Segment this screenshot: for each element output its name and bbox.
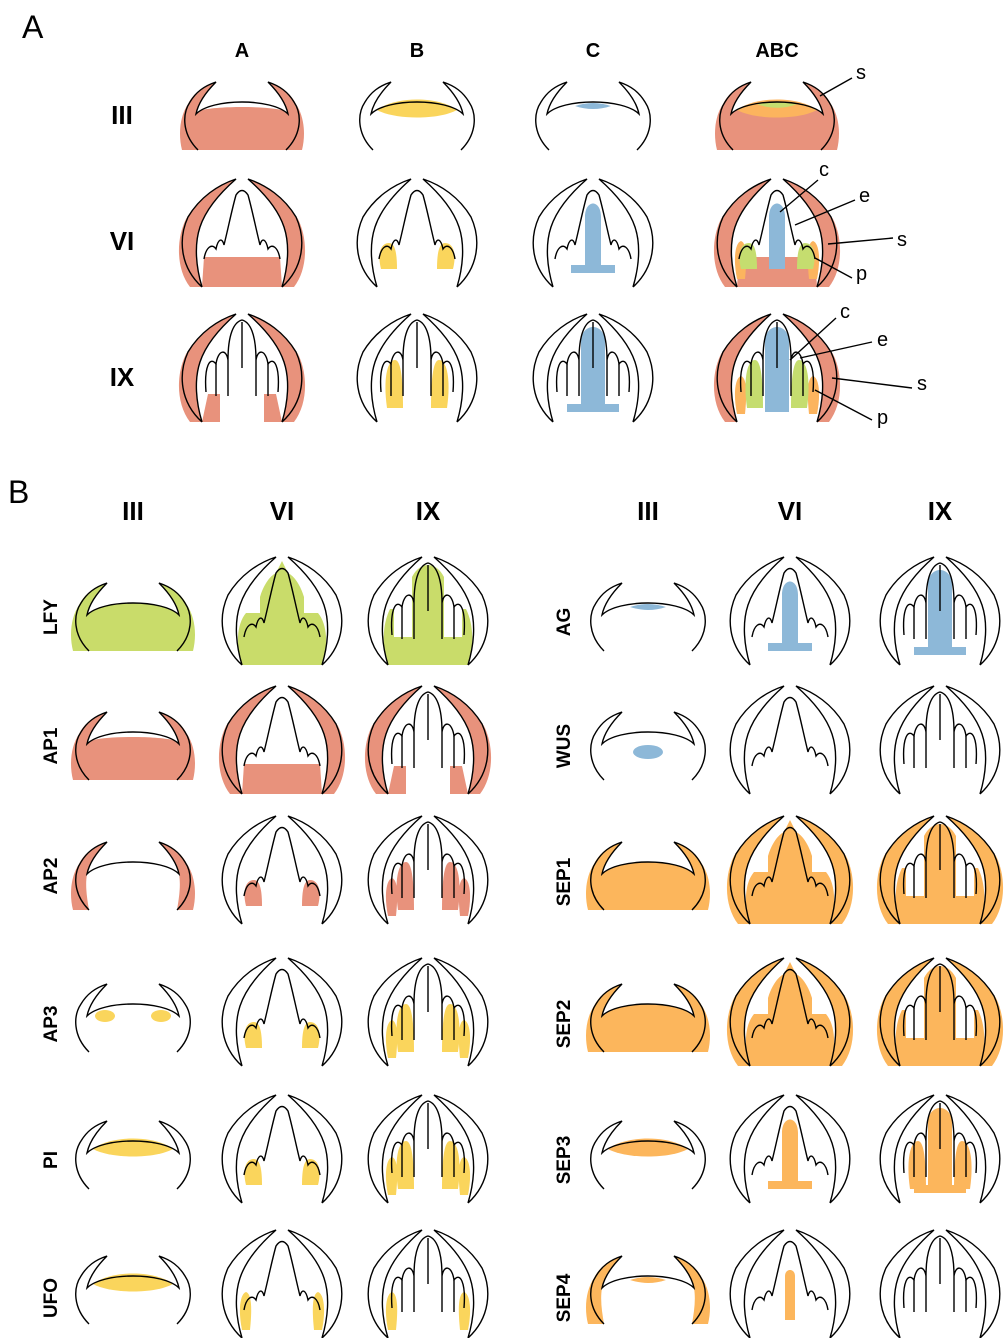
row-label-stage-ix: IX xyxy=(110,362,135,392)
bud-sep3-vi xyxy=(768,1119,812,1189)
bud-pi-ix xyxy=(385,1141,471,1195)
gene-label-pi: PI xyxy=(41,1151,62,1169)
bud-pi-vi xyxy=(244,1159,320,1185)
panel-b-grid xyxy=(71,561,1004,1330)
outline-layer xyxy=(75,77,1001,1338)
bud-ix-c xyxy=(567,327,619,412)
bud-ix-a xyxy=(178,314,306,422)
row-label-stage-vi: VI xyxy=(110,226,135,256)
bud-ap1-vi xyxy=(218,686,346,794)
gene-label-ufo: UFO xyxy=(41,1278,62,1318)
annotation-leaders xyxy=(779,77,913,421)
annotation-sepal-iii: s xyxy=(856,62,866,84)
gene-label-wus: WUS xyxy=(554,724,575,768)
stage-header-right-iii: III xyxy=(637,496,659,526)
bud-ap1-iii xyxy=(71,712,195,780)
bud-ix-b xyxy=(385,360,449,408)
bud-sep1-vi xyxy=(726,816,854,924)
annotation-petal-ix: p xyxy=(877,407,888,429)
column-header-a: A xyxy=(235,40,249,62)
annotation-carpel-vi: c xyxy=(819,159,829,181)
panel-b-label: B xyxy=(8,474,29,510)
gene-label-ap3: AP3 xyxy=(41,1006,62,1043)
gene-label-ag: AG xyxy=(554,608,575,637)
bud-ag-vi xyxy=(768,581,812,651)
bud-ag-iii xyxy=(630,604,666,610)
bud-sep2-vi xyxy=(726,958,854,1066)
gene-label-lfy: LFY xyxy=(41,599,62,635)
bud-vi-a xyxy=(178,179,306,287)
bud-ufo-ix xyxy=(385,1292,471,1330)
stage-header-right-ix: IX xyxy=(928,496,953,526)
bud-ap3-vi xyxy=(244,1022,320,1048)
bud-iii-a xyxy=(180,82,304,150)
bud-wus-iii xyxy=(633,745,663,759)
column-header-abc: ABC xyxy=(755,40,798,62)
bud-lfy-iii xyxy=(71,583,195,651)
bud-sep2-ix xyxy=(876,958,1004,1066)
stage-header-right-vi: VI xyxy=(778,496,803,526)
gene-label-ap1: AP1 xyxy=(41,727,62,764)
gene-label-ap2: AP2 xyxy=(41,858,62,895)
bud-lfy-vi xyxy=(237,561,327,665)
bud-sep2-iii xyxy=(586,984,710,1052)
bud-sep1-iii xyxy=(586,842,710,910)
bud-iii-c xyxy=(575,103,611,109)
bud-vi-c xyxy=(571,203,615,273)
bud-sep4-iii xyxy=(586,1256,710,1324)
gene-label-sep4: SEP4 xyxy=(554,1273,575,1322)
bud-sep3-ix xyxy=(908,1108,972,1193)
bud-vi-abc xyxy=(713,179,841,287)
gene-label-sep2: SEP2 xyxy=(554,1000,575,1049)
bud-ap2-vi xyxy=(244,880,320,906)
fill-layer xyxy=(71,82,1004,1330)
bud-ap2-ix xyxy=(385,862,471,916)
bud-lfy-ix xyxy=(383,565,473,665)
bud-ap1-ix xyxy=(364,686,492,794)
annotation-stamen-vi: e xyxy=(859,185,870,207)
stage-header-left-iii: III xyxy=(122,496,144,526)
bud-ap3-iii xyxy=(95,1010,171,1022)
annotation-sepal-vi: s xyxy=(897,229,907,251)
bud-ufo-vi xyxy=(239,1292,325,1330)
label-layer: A A B C ABC III VI IX s c e s p c e s p … xyxy=(8,9,953,1322)
bud-ap2-iii xyxy=(71,842,195,910)
bud-ag-ix xyxy=(914,570,966,655)
annotation-carpel-ix: c xyxy=(840,301,850,323)
stage-header-left-ix: IX xyxy=(416,496,441,526)
column-header-b: B xyxy=(410,40,424,62)
annotation-petal-vi: p xyxy=(856,263,867,285)
stage-header-left-vi: VI xyxy=(270,496,295,526)
row-label-stage-iii: III xyxy=(111,100,133,130)
gene-label-sep3: SEP3 xyxy=(554,1136,575,1185)
gene-label-sep1: SEP1 xyxy=(554,857,575,906)
panel-a-grid xyxy=(178,82,841,422)
bud-sep1-ix xyxy=(876,816,1004,924)
bud-ap3-ix xyxy=(385,1004,471,1058)
column-header-c: C xyxy=(586,40,600,62)
annotation-sepal-ix: s xyxy=(917,373,927,395)
bud-vi-b xyxy=(379,243,455,269)
bud-sep4-vi xyxy=(785,1270,795,1320)
annotation-stamen-ix: e xyxy=(877,329,888,351)
panel-a-label: A xyxy=(22,9,44,45)
